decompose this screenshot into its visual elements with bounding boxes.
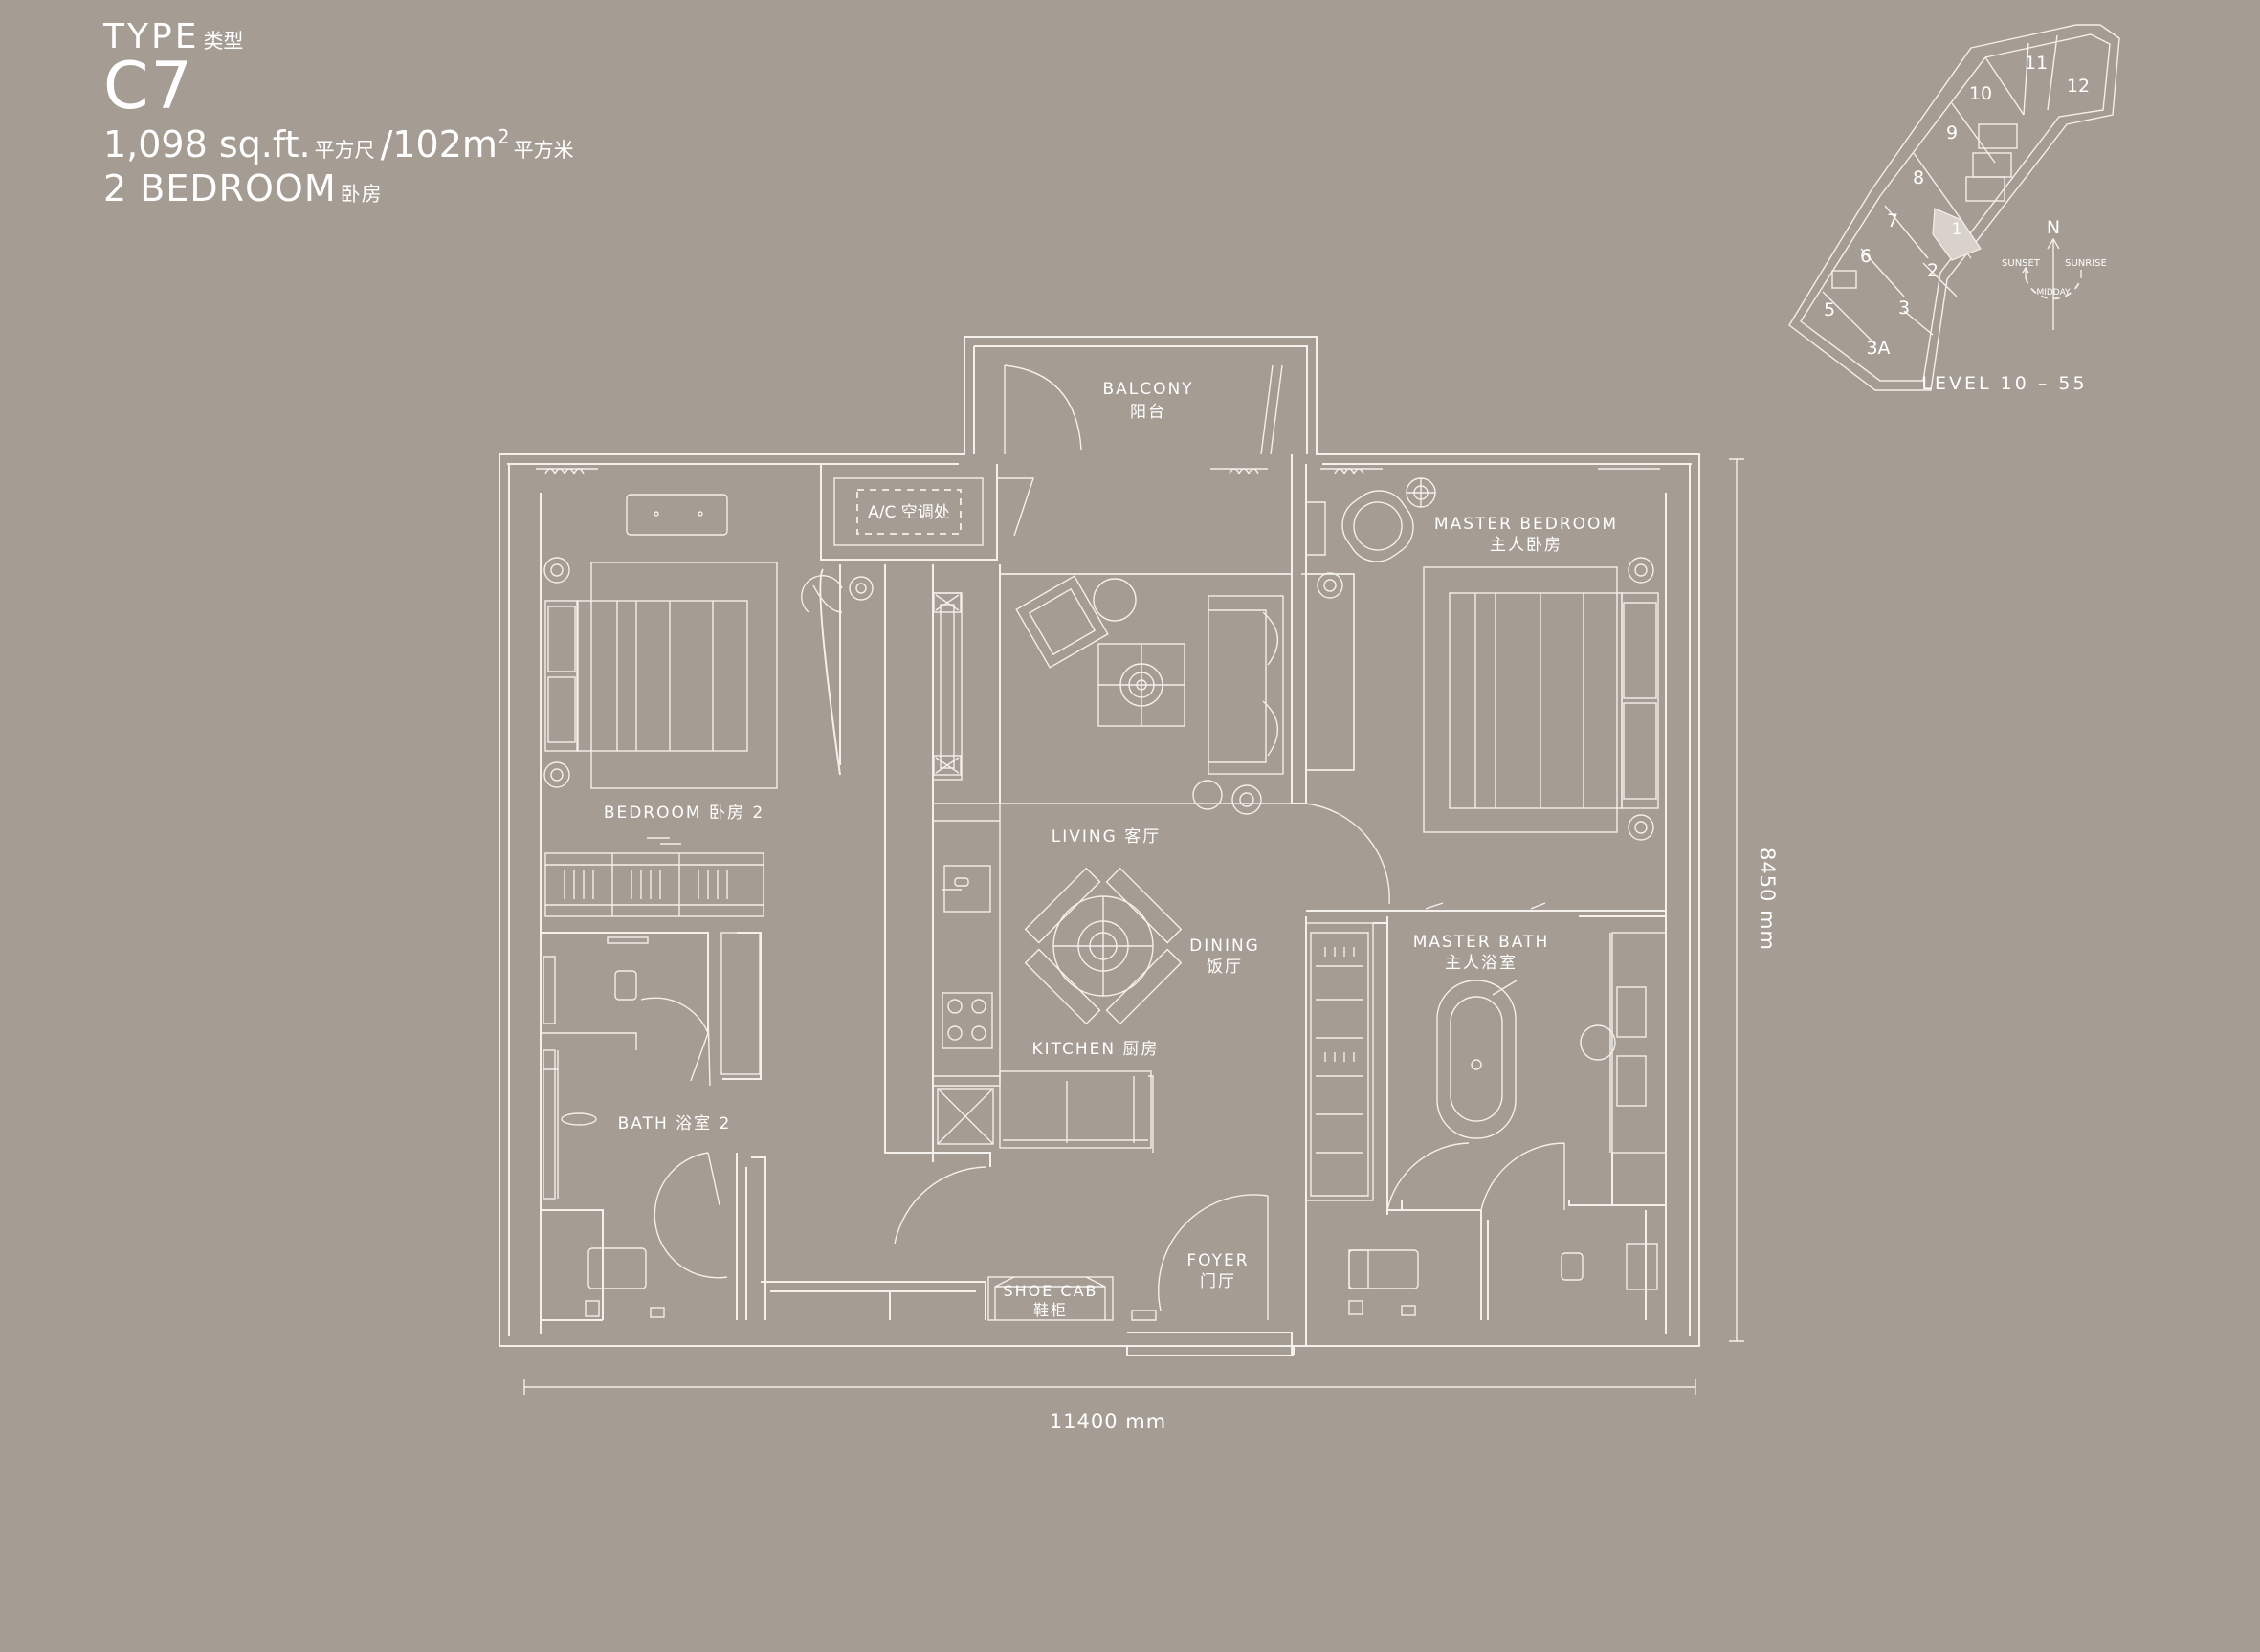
dimension-lines: 11400 mm 8450 mm: [523, 458, 1779, 1433]
shoe-cab-label: SHOE CAB: [1003, 1282, 1097, 1300]
compass: N SUNSET SUNRISE MIDDAY: [2002, 217, 2107, 330]
ac-ledge: A/C 空调处: [820, 464, 1034, 561]
keyplan-unit-11: 11: [2025, 53, 2048, 74]
balcony-label: BALCONY: [1102, 380, 1193, 399]
keyplan-unit-5: 5: [1824, 299, 1835, 320]
bedroom-row: 2 BEDROOM 卧房: [103, 167, 580, 209]
compass-sunset: SUNSET: [2002, 258, 2041, 269]
highlighted-unit-fill: [1932, 208, 1982, 261]
master-bedroom: MASTER BEDROOM 主人卧房: [1305, 477, 1666, 917]
corridor-walls: [801, 564, 991, 1167]
master-bath-label: MASTER BATH: [1413, 933, 1550, 952]
dining-label-cn: 饭厅: [1207, 958, 1243, 977]
balcony: BALCONY 阳台: [1004, 364, 1283, 455]
area-separator: /: [380, 123, 393, 165]
area-sqm: 102m: [392, 123, 498, 165]
area-sqm-sup: 2: [497, 125, 510, 148]
master-bedroom-label: MASTER BEDROOM: [1434, 515, 1618, 534]
keyplan-unit-10: 10: [1969, 83, 1992, 104]
area-sqft-cn: 平方尺: [314, 139, 375, 162]
keyplan-unit-1: 1: [1952, 220, 1962, 239]
ac-label: A/C 空调处: [868, 503, 950, 522]
type-label: TYPE: [103, 17, 200, 56]
dining-label: DINING: [1189, 936, 1260, 956]
dimension-height: 8450 mm: [1756, 848, 1779, 951]
living-label: LIVING 客厅: [1052, 827, 1161, 847]
master-bath: MASTER BATH 主人浴室: [1305, 916, 1667, 1346]
area-sqft: 1,098 sq.ft.: [103, 123, 311, 165]
keyplan-unit-9: 9: [1946, 122, 1958, 143]
bath2-label: BATH 浴室 2: [618, 1114, 732, 1134]
type-row: TYPE 类型: [103, 17, 580, 56]
window-marks: [536, 468, 1660, 475]
dining: DINING 饭厅: [1024, 867, 1260, 1025]
unit-code: C7: [103, 49, 194, 124]
foyer-label-cn: 门厅: [1200, 1272, 1236, 1291]
compass-sunrise: SUNRISE: [2065, 258, 2107, 269]
keyplan-unit-12: 12: [2067, 76, 2090, 97]
bath-2: BATH 浴室 2: [541, 932, 766, 1321]
keyplan-level: LEVEL 10 – 55: [1921, 373, 2087, 394]
foyer: SHOE CAB 鞋柜 FOYER 门厅: [761, 1166, 1269, 1321]
key-plan: 11 12 10 9 8 7 1 6 2 5 3 3A LEVEL 10 – 5…: [1788, 24, 2120, 394]
keyplan-unit-2: 2: [1927, 260, 1939, 281]
kitchen-label: KITCHEN 厨房: [1031, 1040, 1159, 1059]
keyplan-unit-8: 8: [1913, 167, 1924, 188]
keyplan-unit-7: 7: [1887, 210, 1898, 231]
master-bedroom-label-cn: 主人卧房: [1490, 536, 1562, 555]
living: LIVING 客厅: [999, 454, 1390, 905]
type-label-cn: 类型: [203, 30, 244, 53]
master-bath-label-cn: 主人浴室: [1445, 954, 1518, 973]
compass-north: N: [2047, 217, 2060, 238]
outer-walls: [499, 336, 1700, 1356]
dimension-width: 11400 mm: [1050, 1410, 1166, 1433]
keyplan-unit-3a: 3A: [1866, 338, 1890, 359]
keyplan-unit-6: 6: [1860, 246, 1872, 267]
foyer-label: FOYER: [1186, 1251, 1249, 1270]
shoe-cab-label-cn: 鞋柜: [1033, 1301, 1068, 1319]
bedroom-2: BEDROOM 卧房 2: [543, 494, 778, 917]
area-sqm-cn: 平方米: [513, 139, 574, 162]
bedroom2-label: BEDROOM 卧房 2: [604, 804, 764, 823]
bedroom-count: 2 BEDROOM: [103, 167, 337, 209]
compass-midday: MIDDAY: [2036, 288, 2071, 297]
keyplan-unit-3: 3: [1898, 297, 1910, 319]
bedroom-count-cn: 卧房: [340, 183, 383, 206]
balcony-label-cn: 阳台: [1130, 403, 1166, 422]
kitchen: KITCHEN 厨房: [932, 564, 1159, 1162]
